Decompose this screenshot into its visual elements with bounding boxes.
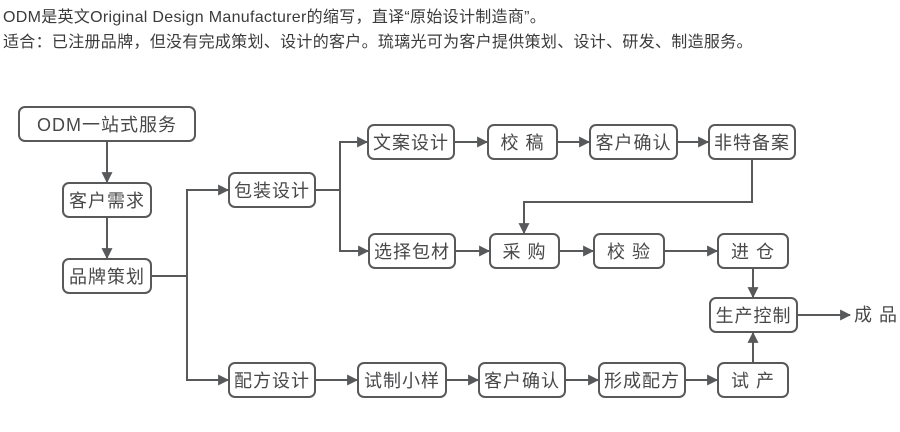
flow-node-form-formula: 形成配方 xyxy=(598,362,686,398)
flow-node-purchase: 采 购 xyxy=(489,233,560,269)
flow-node-client-confirm-top: 客户确认 xyxy=(589,124,678,160)
flow-node-brand-planning: 品牌策划 xyxy=(62,258,152,294)
connector-branch2-to-select-material xyxy=(339,190,370,257)
flow-node-customer-needs: 客户需求 xyxy=(62,182,152,218)
flow-node-production-control: 生产控制 xyxy=(709,297,798,333)
flow-node-trial-production: 试 产 xyxy=(717,362,789,398)
flow-node-warehouse-in: 进 仓 xyxy=(717,233,789,269)
intro-text: ODM是英文Original Design Manufacturer的缩写，直译… xyxy=(3,5,883,55)
flow-end-label-finished-product: 成 品 xyxy=(854,305,899,325)
flow-node-odm-service: ODM一站式服务 xyxy=(18,106,196,142)
flow-node-proofread: 校 稿 xyxy=(487,124,558,160)
flow-node-formula-design: 配方设计 xyxy=(228,362,316,398)
flow-node-copy-design: 文案设计 xyxy=(367,124,455,160)
connector-branch1-to-package-design xyxy=(186,184,230,276)
flow-node-package-design: 包装设计 xyxy=(228,172,316,208)
connector-branch1-to-formula-design xyxy=(186,276,230,386)
connector-feite-filing-to-purchase xyxy=(518,160,753,235)
flow-node-trial-sample: 试制小样 xyxy=(357,362,447,398)
flow-node-verify: 校 验 xyxy=(593,233,665,269)
flow-node-client-confirm-bot: 客户确认 xyxy=(478,362,566,398)
intro-line-1: ODM是英文Original Design Manufacturer的缩写，直译… xyxy=(3,9,547,26)
intro-line-2: 适合：已注册品牌，但没有完成策划、设计的客户。琉璃光可为客户提供策划、设计、研发… xyxy=(3,34,753,51)
connector-branch2-to-copy-design xyxy=(339,136,369,190)
flow-node-feite-filing: 非特备案 xyxy=(708,124,796,160)
flow-node-select-material: 选择包材 xyxy=(368,233,456,269)
